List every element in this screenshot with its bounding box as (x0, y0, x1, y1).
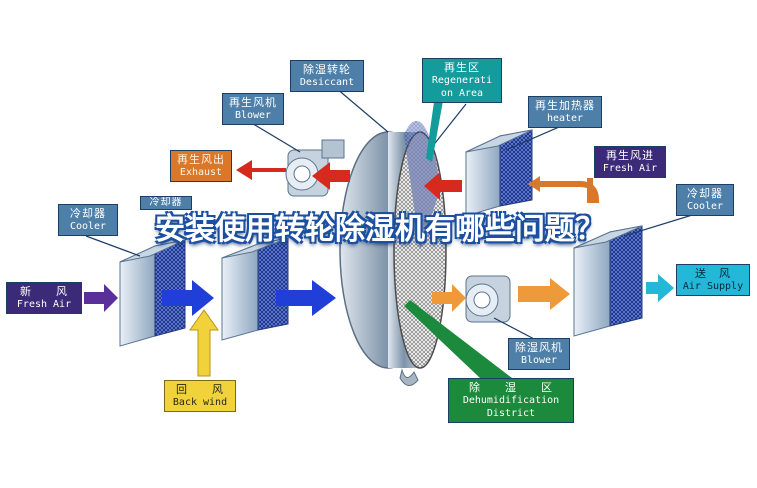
dehumidification-district-label: 除 湿 区 Dehumidification District (448, 378, 574, 423)
air-supply-label: 送 风 Air Supply (676, 264, 750, 296)
air-supply-arrow (646, 274, 674, 302)
left-cooler-label: 冷却器 Cooler (58, 204, 118, 236)
left-cooler-unit (119, 239, 186, 347)
regen-hot-air-arrow (424, 172, 462, 200)
regeneration-exhaust-label: 再生风出 Exhaust (170, 150, 232, 182)
desiccant-label: 除湿转轮 Desiccant (290, 60, 364, 92)
second-cooler-unit (221, 237, 289, 341)
right-cooler-unit (573, 225, 643, 337)
fresh-air-arrow (84, 284, 118, 312)
regeneration-area-label: 再生区 Regenerati on Area (422, 58, 502, 103)
regen-fresh-arrow (528, 176, 600, 203)
back-wind-arrow (189, 309, 219, 377)
dry-air-arrow-1 (432, 284, 466, 312)
process-air-arrow-1 (162, 280, 214, 316)
fresh-air-label: 新 风 Fresh Air (6, 282, 82, 314)
dehumidification-blower (465, 275, 511, 323)
regeneration-heater-label: 再生加热器 heater (528, 96, 602, 128)
second-cooler-label: 冷却器 (140, 196, 192, 210)
page-title: 安装使用转轮除湿机有哪些问题？ (155, 212, 605, 247)
regeneration-fresh-air-label: 再生风进 Fresh Air (594, 146, 666, 178)
right-cooler-label: 冷却器 Cooler (676, 184, 734, 216)
regeneration-blower-label: 再生风机 Blower (222, 93, 284, 125)
exhaust-arrow (236, 160, 286, 180)
process-air-arrow-2 (276, 280, 336, 316)
regen-return-arrow (312, 162, 350, 190)
dehumidification-blower-label: 除湿风机 Blower (508, 338, 570, 370)
dry-air-arrow-2 (518, 278, 570, 310)
back-wind-label: 回 风 Back wind (164, 380, 236, 412)
dehumidification-pointer (404, 300, 512, 378)
leader-lines (85, 87, 703, 341)
regeneration-pointer (426, 84, 446, 162)
